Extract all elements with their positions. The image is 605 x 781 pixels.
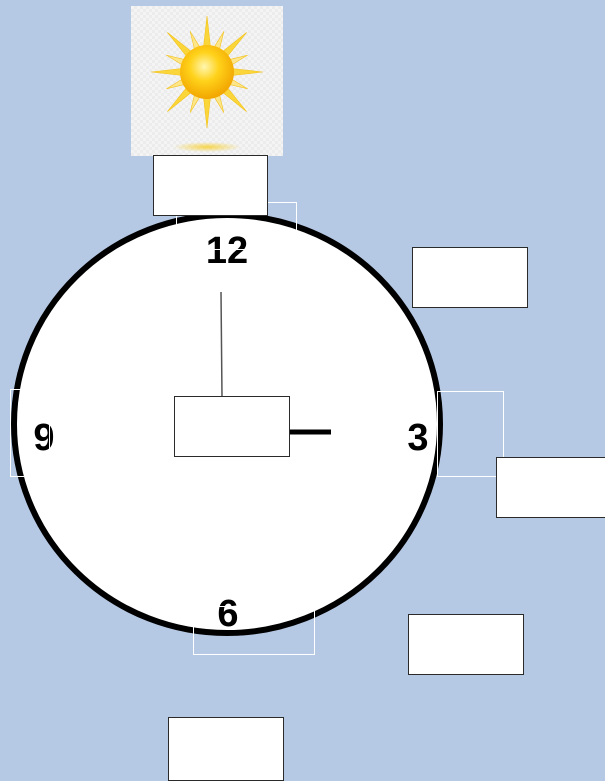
outline-box-9 — [10, 389, 50, 477]
label-box-top[interactable] — [153, 155, 268, 216]
numeral-3: 3 — [407, 417, 428, 459]
label-box-center[interactable] — [174, 396, 290, 457]
numeral-6: 6 — [217, 593, 238, 635]
sun-core — [180, 45, 234, 99]
label-box-lower-right[interactable] — [408, 614, 524, 675]
label-box-upper-right[interactable] — [412, 247, 528, 308]
outline-box-3 — [437, 391, 504, 477]
numeral-12: 12 — [206, 230, 248, 272]
label-box-right[interactable] — [496, 457, 605, 518]
sun-icon — [150, 15, 264, 152]
outline-box-6 — [193, 606, 315, 655]
sun-picture — [131, 6, 283, 156]
sun-reflection — [173, 142, 241, 152]
minute-hand — [220, 291, 223, 398]
label-box-bottom[interactable] — [168, 717, 284, 781]
